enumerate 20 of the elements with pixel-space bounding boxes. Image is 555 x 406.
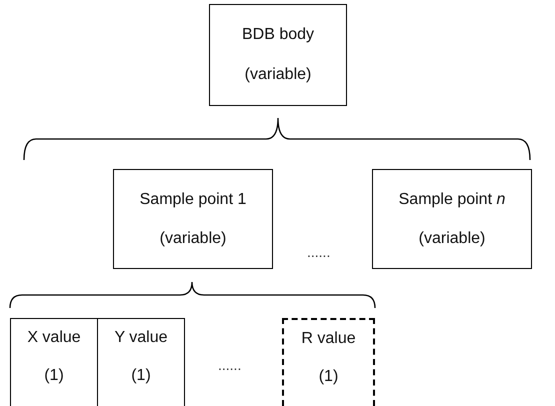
field-name: BDB body [242, 26, 314, 44]
ellipsis: ...... [307, 244, 330, 260]
field-box [209, 4, 347, 106]
field-box [97, 318, 185, 406]
field-box [282, 318, 375, 406]
field-size: (variable) [244, 66, 312, 84]
field-size: (1) [131, 367, 151, 385]
field-size: (1) [318, 368, 338, 386]
field-name: Y value [114, 329, 168, 347]
field-box [113, 169, 273, 269]
field-name: Sample point n [398, 190, 506, 208]
field-box [372, 169, 532, 269]
field-name: R value [301, 330, 356, 348]
field-name: X value [27, 329, 81, 347]
field-name: Sample point 1 [140, 190, 246, 208]
field-size: (1) [44, 367, 64, 385]
field-box [10, 318, 98, 406]
field-size: (variable) [418, 230, 486, 248]
field-size: (variable) [160, 230, 226, 248]
ellipsis: ...... [218, 357, 242, 373]
